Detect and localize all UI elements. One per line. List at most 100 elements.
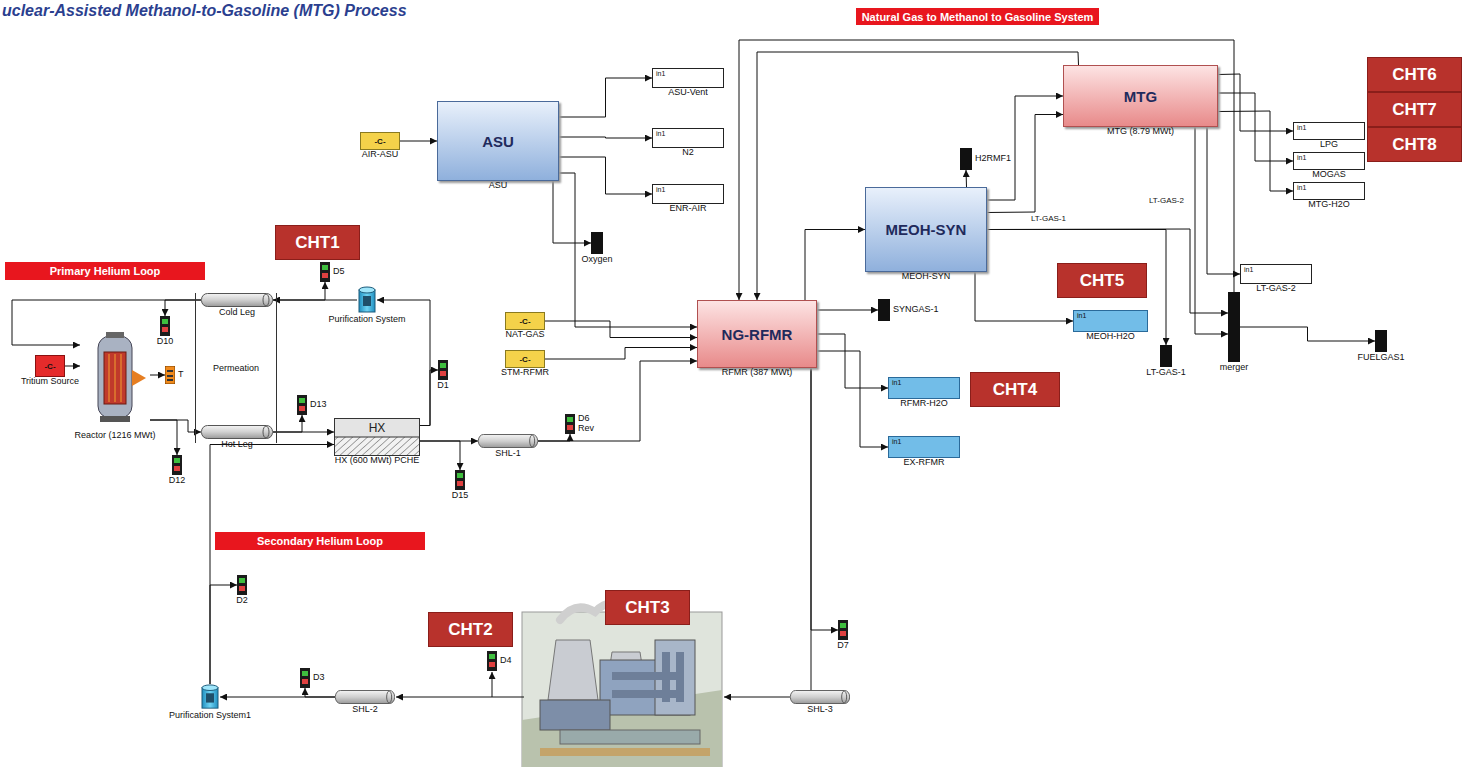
connector [817,351,888,447]
display-icon [838,620,848,640]
box-label: CHT5 [1080,271,1124,291]
diagram-title: uclear-Assisted Methanol-to-Gasoline (MT… [2,2,407,20]
caption: MEOH-H2O [1086,332,1135,342]
connector [1218,93,1293,161]
box-label: in1 [892,379,901,386]
box-label: in1 [1244,266,1253,273]
display-block: D1 [438,360,448,380]
caption-text: ASU-Vent [668,88,708,98]
display-block: D15 [455,470,465,490]
caption: MOGAS [1312,170,1346,180]
connector [987,96,1063,200]
output-block: in1MEOH-H2O [1073,310,1148,332]
box-label: CHT4 [993,380,1037,400]
caption-text: MEOH-SYN [902,272,951,282]
box-label: NG-RFMR [722,326,793,343]
caption: Oxygen [581,255,612,265]
reactor-illustration [80,330,150,430]
output-block: in1N2 [652,128,724,148]
connector [1195,127,1228,334]
connector [538,434,570,441]
callout-badge: CHT6 [1367,57,1462,92]
caption-text: D1 [437,381,449,391]
caption: LT-GAS-2 [1256,284,1295,294]
connector [420,441,460,470]
box-label: in1 [656,186,665,193]
line-label: LT-GAS-1 [1030,214,1067,223]
box-label: -C- [374,137,385,146]
box-label: Secondary Helium Loop [257,535,383,547]
caption: Hot Leg [221,440,253,450]
caption-text: NAT-GAS [506,330,545,340]
connector [739,40,1234,300]
output-block: in1LPG [1293,122,1365,140]
callout-badge: CHT7 [1367,92,1462,127]
connector [817,310,878,311]
caption: T [178,370,184,380]
pipe-segment: SHL-3 [790,690,850,704]
connector [65,366,80,367]
banner: Natural Gas to Methanol to Gasoline Syst… [856,8,1099,25]
connector [987,115,1063,213]
caption-text: Cold Leg [219,308,255,318]
connector [273,415,302,432]
display-icon [487,651,497,671]
display-icon [165,366,175,384]
caption: SYNGAS-1 [893,305,939,315]
caption: D1 [437,381,449,391]
caption: D13 [310,400,327,410]
caption-text: SHL-3 [807,705,833,715]
caption-text: SYNGAS-1 [893,305,939,315]
caption: Cold Leg [219,308,255,318]
connector [273,282,325,300]
caption: Reactor (1216 MWt) [74,431,155,441]
output-block: in1ASU-Vent [652,68,724,88]
caption: D3 [313,673,325,683]
caption-text: Purification System1 [169,711,251,721]
box-label: in1 [656,130,665,137]
box-label: CHT3 [625,598,669,618]
caption: ASU-Vent [668,88,708,98]
constant-block: -C-NAT-GAS [505,312,545,330]
caption-text: MTG-H2O [1308,200,1350,210]
display-icon [160,316,170,336]
constant-block: -C-STM-RFMR [505,350,545,368]
caption-text: LT-GAS-1 [1146,368,1185,378]
connector [420,370,438,426]
box-label: ASU [482,133,514,150]
connector [987,230,1166,346]
cylinder-icon [201,293,273,307]
caption-text: AIR-ASU [362,150,399,160]
caption: EX-RFMR [904,458,945,468]
caption: D5 [333,267,345,277]
caption: RFMR-H2O [900,399,948,409]
box-label: CHT6 [1392,65,1436,85]
connector [987,229,1228,313]
caption: ENR-AIR [669,204,706,214]
caption: FUELGAS1 [1357,353,1404,363]
caption: HX (600 MWt) PCHE [344,456,410,466]
caption: D10 [157,337,174,347]
caption-text: D7 [837,641,849,651]
output-block: in1MOGAS [1293,152,1365,170]
banner: Primary Helium Loop [5,262,205,280]
caption-text: D5 [333,267,345,277]
caption-text: MOGAS [1312,170,1346,180]
display-block: D12 [172,455,182,475]
pipe-segment: SHL-1 [478,434,538,448]
caption-text: D10 [157,337,174,347]
box-label: in1 [892,438,901,445]
connector [757,52,1079,300]
callout-badge: CHT5 [1057,263,1147,298]
callout-badge: CHT4 [970,372,1060,407]
terminator: Oxygen [591,232,603,254]
display-block: D6Rev [565,414,575,434]
caption-text: LPG [1320,140,1338,150]
caption-text: merger [1220,363,1249,373]
box-label: in1 [1077,312,1086,319]
output-block: in1RFMR-H2O [888,377,960,399]
caption: D7 [837,641,849,651]
constant-block: -C-Tritium Source [35,355,65,377]
